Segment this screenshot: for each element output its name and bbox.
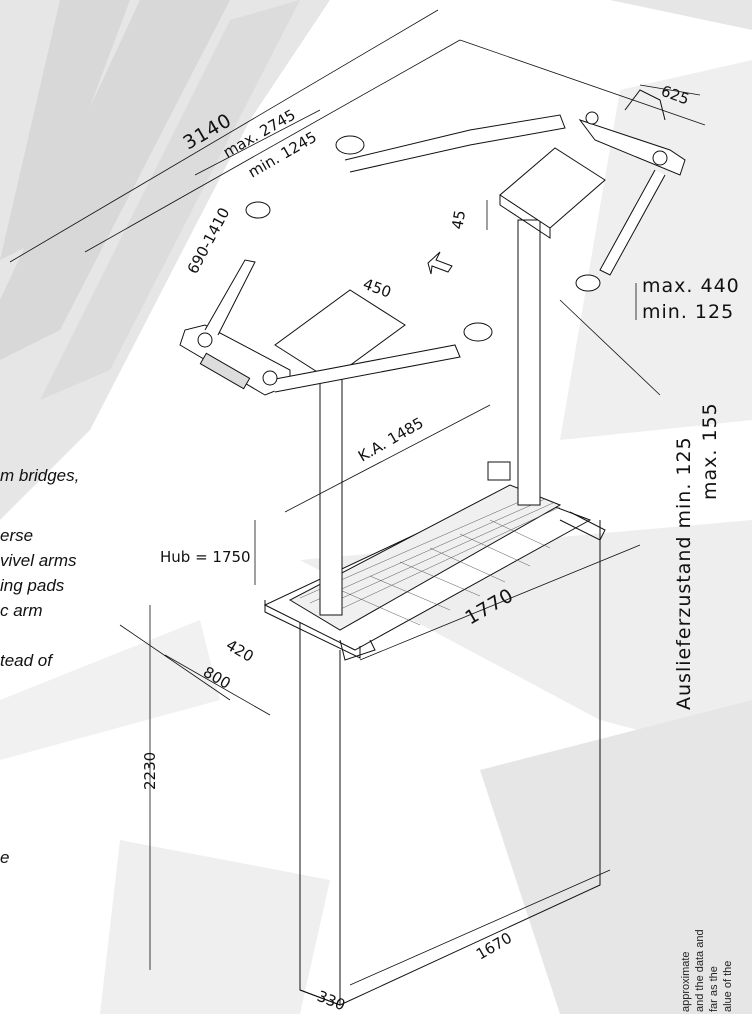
side-text-line: c arm [0, 601, 43, 620]
dim-pad-height-min: min. 125 [642, 301, 734, 323]
dim-pad-height-max: max. 440 [642, 275, 740, 297]
side-text-line: vivel arms [0, 551, 77, 570]
lift-pad [575, 274, 601, 292]
lift-pad [463, 322, 493, 342]
note-line: and the data and [694, 929, 706, 1012]
dim-pit-width: 330 [315, 987, 348, 1014]
dim-delivery-max: max. 155 [699, 402, 721, 500]
left-arm-upper [204, 259, 256, 336]
dim-lift-stroke: Hub = 1750 [160, 548, 251, 566]
note-line: alue of the [722, 960, 734, 1012]
lift-pad [335, 135, 365, 155]
lift-pad [245, 201, 271, 219]
side-text-line: erse [0, 526, 34, 545]
dim-platform-width: 450 [361, 275, 394, 302]
side-text-line: e [0, 848, 10, 867]
right-column [517, 219, 541, 506]
dim-delivery-min: Auslieferzustand min. 125 [673, 436, 695, 710]
side-text-line: ing pads [0, 576, 65, 595]
dim-pad-step: 45 [448, 209, 469, 231]
dim-column-height: 2230 [141, 752, 159, 790]
side-text-line: tead of [0, 651, 52, 670]
structure [179, 89, 686, 1006]
left-platform [274, 289, 406, 381]
dim-base-depth-inner: 420 [223, 636, 257, 666]
note-line: far as the [708, 966, 720, 1012]
right-arm-upper [344, 114, 566, 173]
note-line: approximate [680, 951, 692, 1012]
side-text-line: m bridges, [0, 466, 80, 485]
right-platform [499, 147, 606, 229]
grating [299, 494, 561, 626]
dim-clear-width: K.A. 1485 [355, 414, 427, 466]
left-arm-lower [269, 344, 461, 393]
dimension-lines [9, 9, 706, 986]
right-arm-lower [599, 169, 666, 276]
